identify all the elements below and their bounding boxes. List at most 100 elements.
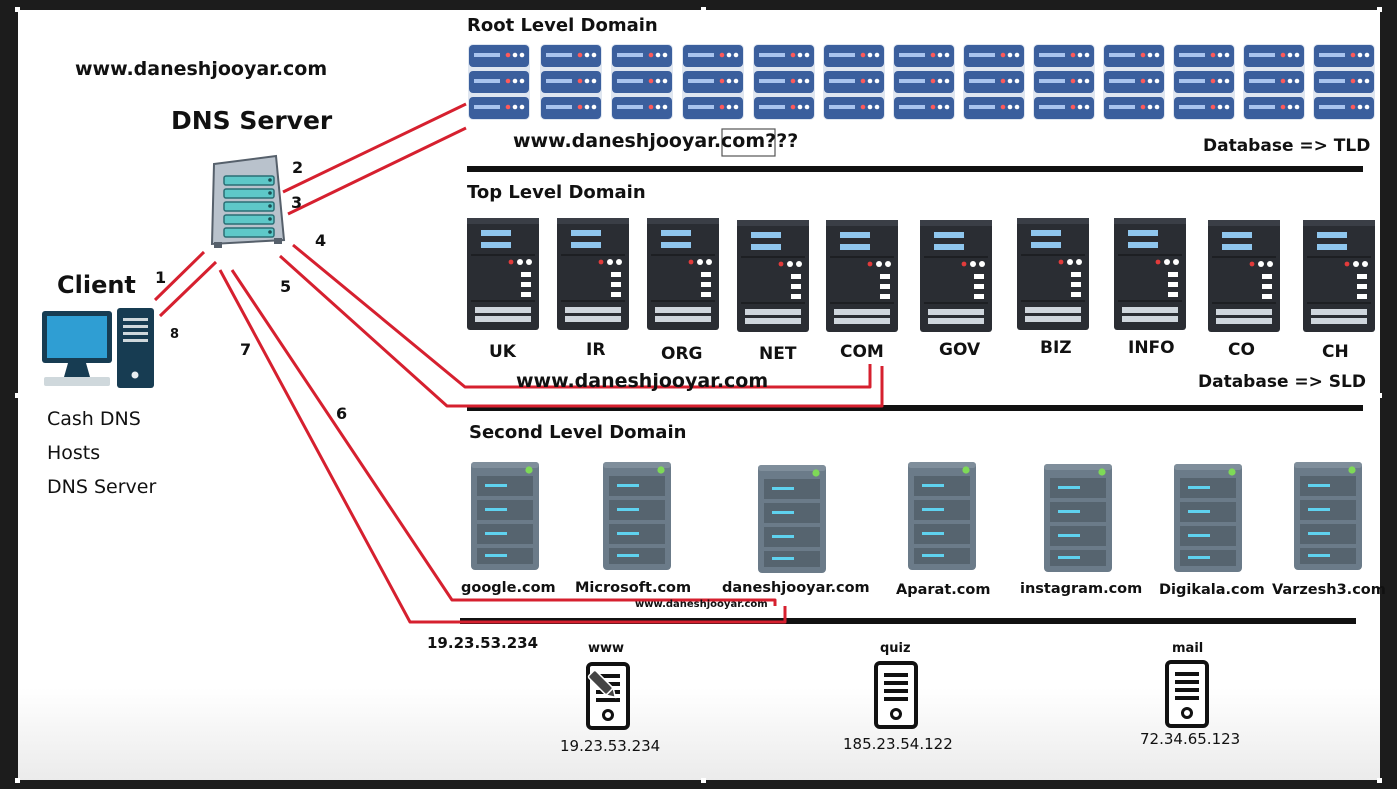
host-ip-mail: 72.34.65.123	[1140, 730, 1241, 748]
sld-server-icon	[471, 462, 539, 570]
second-level-title: Second Level Domain	[469, 422, 687, 443]
host-ip-www: 19.23.53.234	[560, 737, 661, 755]
tld-label-com: COM	[840, 342, 884, 362]
top-level-title: Top Level Domain	[467, 182, 646, 203]
root-server-icon	[682, 44, 744, 120]
sld-server-icon	[1174, 464, 1242, 572]
sld-server-icon	[1044, 464, 1112, 572]
tld-server-icon	[826, 220, 898, 332]
root-server-icon	[540, 44, 602, 120]
top-level-query: www.daneshjooyar.com	[516, 370, 769, 392]
flow-line-6	[230, 269, 777, 606]
sld-label-digikala: Digikala.com	[1159, 582, 1265, 598]
sld-server-icon	[758, 465, 826, 573]
tld-server-icon	[737, 220, 809, 332]
frame-handle	[1377, 393, 1382, 398]
tld-label-ir: IR	[586, 340, 606, 360]
top-level-separator	[467, 405, 1363, 411]
frame-handle	[701, 778, 706, 783]
host-name-www: www	[588, 641, 625, 656]
step-label-4: 4	[315, 231, 327, 250]
tld-label-co: CO	[1228, 340, 1255, 360]
root-server-icon	[468, 44, 530, 120]
second-level-separator	[460, 618, 1356, 624]
root-server-icon	[823, 44, 885, 120]
frame-handle	[15, 393, 20, 398]
root-level-title: Root Level Domain	[467, 15, 658, 36]
tld-server-icon	[1017, 218, 1089, 330]
root-server-icon	[1313, 44, 1375, 120]
tld-label-net: NET	[759, 344, 797, 364]
tld-server-icon	[467, 218, 539, 330]
sld-label-varzesh3: Varzesh3.com	[1272, 582, 1386, 598]
client-source-cache: Cash DNS	[47, 408, 141, 430]
second-level-query: www.daneshjooyar.com	[635, 599, 768, 610]
tld-label-info: INFO	[1128, 338, 1175, 358]
client-source-dns: DNS Server	[47, 476, 157, 498]
root-query-prefix: www.daneshjooyar.	[513, 130, 722, 152]
root-server-icon	[1033, 44, 1095, 120]
frame-handle	[15, 7, 20, 12]
flow-line-2	[282, 102, 467, 194]
host-ip-quiz: 185.23.54.122	[843, 735, 953, 753]
step-label-1: 1	[155, 268, 167, 287]
flow-line-1	[153, 250, 206, 302]
root-server-icon	[963, 44, 1025, 120]
dns-server-title: DNS Server	[171, 106, 333, 135]
root-server-icon	[611, 44, 673, 120]
tld-label-gov: GOV	[939, 340, 981, 360]
tld-server-icon	[920, 220, 992, 332]
root-level-query: www.daneshjooyar.com???	[513, 130, 798, 152]
step-label-2: 2	[292, 158, 304, 177]
client-source-hosts: Hosts	[47, 442, 101, 464]
sld-server-icon	[603, 462, 671, 570]
flow-line-7	[218, 269, 787, 624]
host-server-list	[586, 660, 1209, 730]
root-server-icon	[893, 44, 955, 120]
top-level-database: Database => SLD	[1198, 372, 1366, 392]
client-title: Client	[57, 271, 136, 299]
com-highlight-box	[721, 128, 776, 157]
frame-handle	[1377, 7, 1382, 12]
frame-handle	[701, 7, 706, 12]
sld-server-list	[471, 462, 1362, 573]
step-label-7: 7	[240, 340, 252, 359]
step-label-3: 3	[291, 193, 303, 212]
root-level-separator	[467, 166, 1363, 172]
sld-label-aparat: Aparat.com	[896, 582, 991, 598]
query-domain-top: www.daneshjooyar.com	[75, 58, 328, 80]
flow-line-3	[287, 126, 467, 216]
flow-line-4	[292, 243, 872, 389]
tld-label-uk: UK	[489, 342, 516, 362]
flow-line-8	[158, 260, 218, 318]
flow-line-5	[278, 254, 884, 408]
step-label-6: 6	[336, 404, 348, 423]
host-name-quiz: quiz	[880, 641, 911, 656]
frame-handle	[1377, 778, 1382, 783]
query-flow-lines	[153, 102, 884, 624]
root-query-suffix: ???	[765, 130, 799, 152]
tld-label-ch: CH	[1322, 342, 1349, 362]
tld-server-icon	[1114, 218, 1186, 330]
tld-server-icon	[1208, 220, 1280, 332]
root-server-icon	[753, 44, 815, 120]
sld-server-icon	[908, 462, 976, 570]
sld-label-instagram: instagram.com	[1020, 581, 1143, 597]
step-label-5: 5	[280, 277, 292, 296]
root-level-database: Database => TLD	[1203, 136, 1371, 156]
root-server-icon	[1243, 44, 1305, 120]
root-server-icon	[1103, 44, 1165, 120]
quiz-host-icon	[874, 661, 918, 729]
tld-server-icon	[1303, 220, 1375, 332]
tld-server-list	[467, 218, 1375, 332]
root-query-highlight: com	[721, 130, 766, 152]
client-computer-icon	[42, 308, 154, 388]
step-label-8: 8	[170, 327, 180, 342]
sld-label-microsoft: Microsoft.com	[575, 580, 692, 596]
tld-label-biz: BIZ	[1040, 338, 1072, 358]
sld-label-google: google.com	[461, 580, 556, 596]
root-server-rack-list	[468, 44, 1375, 120]
dns-server-icon	[210, 154, 286, 248]
frame-handle	[15, 778, 20, 783]
